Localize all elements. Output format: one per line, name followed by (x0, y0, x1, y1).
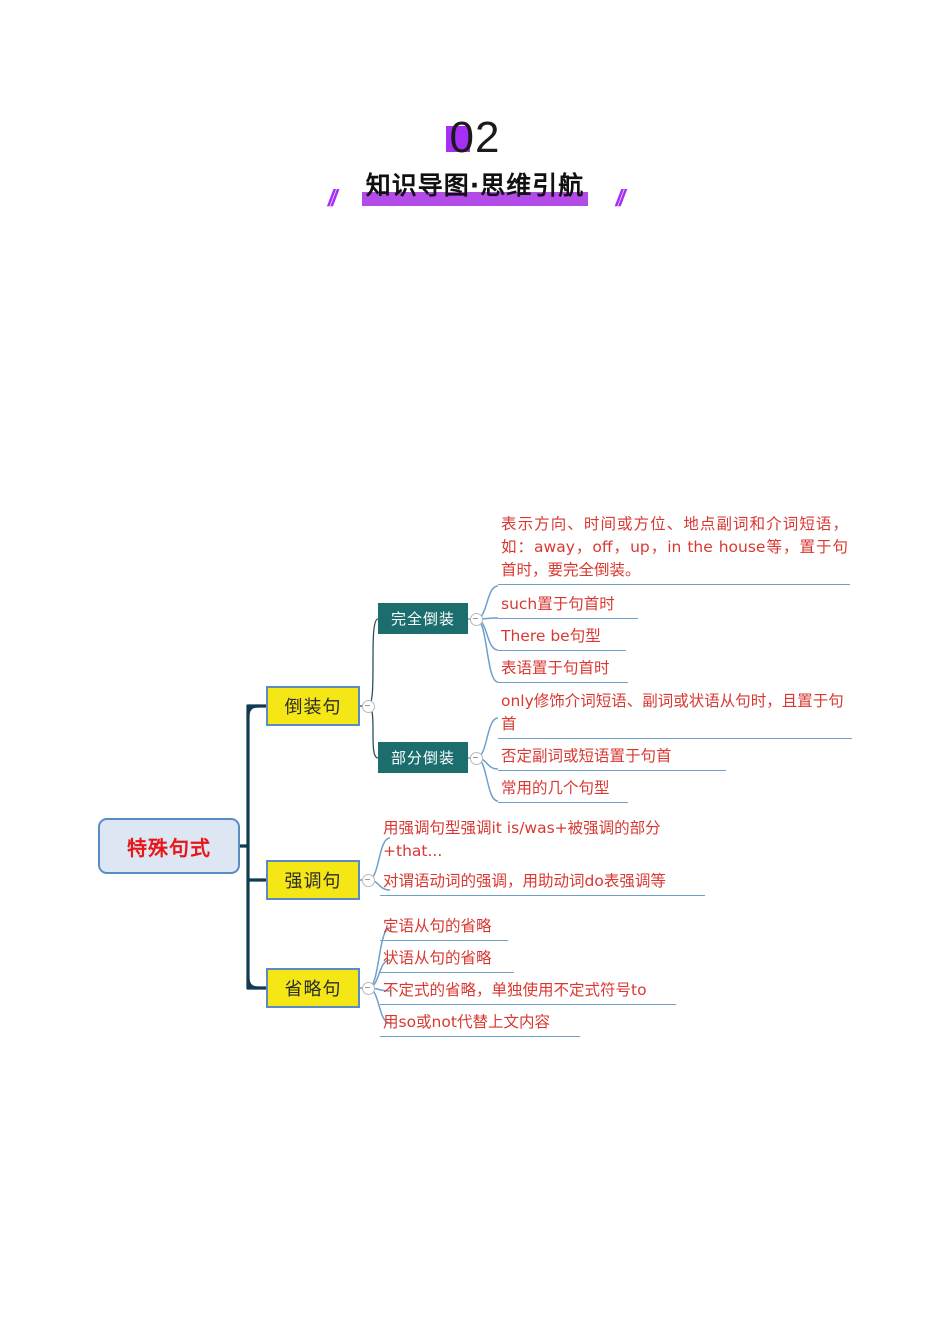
header-title-group: // 知识导图·思维引航 // (328, 164, 625, 212)
branch-node-inversion[interactable]: 倒装句 (266, 686, 360, 726)
collapse-toggle-ellipsis[interactable] (362, 982, 375, 995)
leaf-item[interactable]: 否定副词或短语置于句首 (498, 744, 726, 771)
leaf-item[interactable]: There be句型 (498, 624, 626, 651)
root-node-special-sentence-patterns[interactable]: 特殊句式 (98, 818, 240, 874)
branch-node-ellipsis[interactable]: 省略句 (266, 968, 360, 1008)
purple-highlight-bar (361, 192, 589, 206)
leaf-item[interactable]: 表语置于句首时 (498, 656, 628, 683)
subnode-full-inversion-label: 完全倒装 (390, 610, 455, 628)
collapse-toggle-emphasis[interactable] (362, 874, 375, 887)
page-title: 知识导图·思维引航 (365, 171, 585, 200)
leaf-item[interactable]: 用强调句型强调it is/was+被强调的部分+that... (383, 819, 661, 860)
header-number-row: 02 (0, 112, 950, 164)
section-number: 02 (449, 113, 501, 162)
leaf-item[interactable]: 状语从句的省略 (380, 946, 514, 973)
leaf-item[interactable]: 表示方向、时间或方位、地点副词和介词短语，如：away，off，up，in th… (498, 512, 850, 585)
leaf-item[interactable]: 用so或not代替上文内容 (380, 1010, 580, 1037)
branch-node-inversion-label: 倒装句 (284, 697, 342, 718)
header-title-row: // 知识导图·思维引航 // (0, 164, 950, 212)
branch-node-ellipsis-label: 省略句 (284, 979, 342, 1000)
subnode-partial-inversion-label: 部分倒装 (390, 749, 455, 767)
branch-node-emphasis[interactable]: 强调句 (266, 860, 360, 900)
subnode-partial-inversion[interactable]: 部分倒装 (378, 742, 468, 773)
leaf-item[interactable]: 常用的几个句型 (498, 776, 628, 803)
page-header: 02 // 知识导图·思维引航 // (0, 112, 950, 212)
leaf-item[interactable]: 定语从句的省略 (380, 914, 508, 941)
slash-decoration-right: // (615, 185, 625, 211)
collapse-toggle-inversion[interactable] (362, 700, 375, 713)
slash-decoration-left: // (327, 185, 338, 211)
root-node-label: 特殊句式 (127, 835, 211, 860)
header-number-group: 02 (445, 112, 501, 164)
purple-square-decoration (445, 126, 470, 152)
branch-node-emphasis-label: 强调句 (284, 871, 342, 892)
leaf-item[interactable]: 对谓语动词的强调，用助动词do表强调等 (380, 869, 705, 896)
leaf-item[interactable]: such置于句首时 (498, 592, 638, 619)
collapse-toggle-full-inversion[interactable] (470, 613, 483, 626)
collapse-toggle-partial-inversion[interactable] (470, 752, 483, 765)
leaf-item[interactable]: only修饰介词短语、副词或状语从句时，且置于句首 (498, 689, 852, 739)
subnode-full-inversion[interactable]: 完全倒装 (378, 603, 468, 634)
leaf-item[interactable]: 不定式的省略，单独使用不定式符号to (380, 978, 676, 1005)
